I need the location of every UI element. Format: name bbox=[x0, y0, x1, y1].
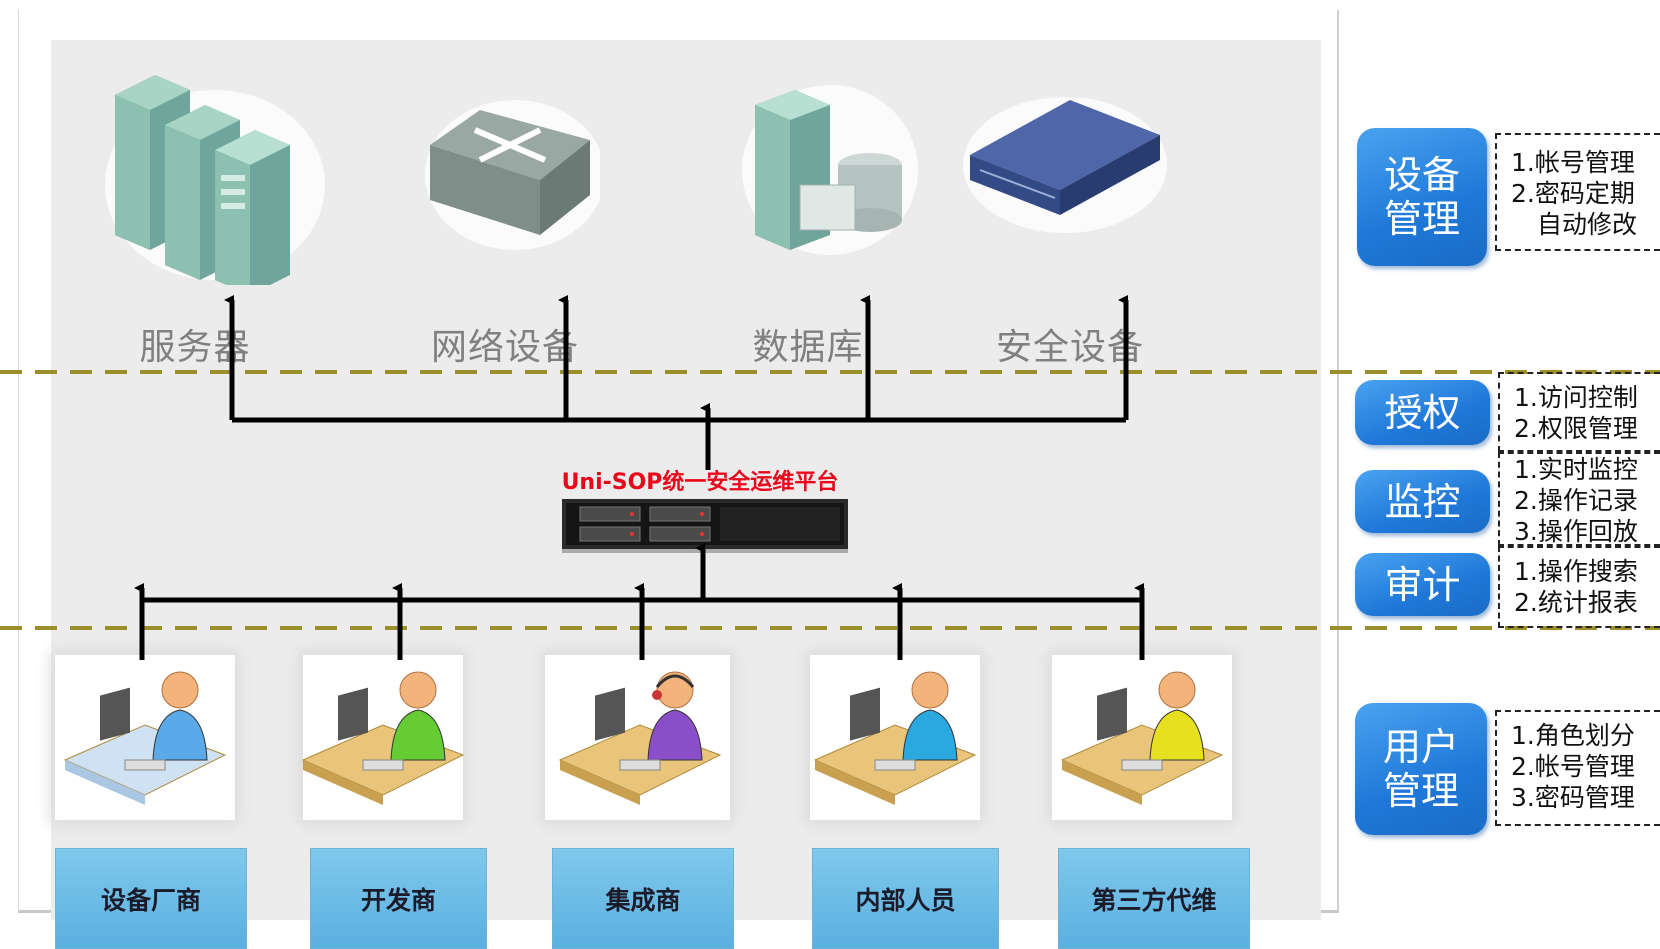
detail-line: 1.访问控制 bbox=[1514, 383, 1638, 412]
platform-label: Uni-SOP统一安全运维平台 bbox=[561, 470, 839, 495]
bottom-bus bbox=[134, 543, 1145, 660]
user-workstation-icon bbox=[1060, 671, 1224, 805]
authorization-button[interactable]: 授权 bbox=[1355, 380, 1490, 445]
detail-line: 2.统计报表 bbox=[1514, 588, 1638, 617]
detail-line: 1.角色划分 bbox=[1511, 721, 1635, 750]
database-server-icon bbox=[742, 85, 918, 255]
authorization-title: 授权 bbox=[1384, 390, 1461, 435]
user-workstation-icon bbox=[301, 671, 465, 805]
user-workstation-icon bbox=[813, 671, 977, 805]
device-management-title: 设备管理 bbox=[1383, 153, 1460, 241]
device-label-network: 网络设备 bbox=[430, 327, 579, 368]
top-bus bbox=[224, 295, 1129, 470]
server-rack-icon bbox=[105, 75, 325, 285]
detail-line: 1.实时监控 bbox=[1514, 455, 1638, 484]
detail-line: 1.帐号管理 bbox=[1511, 148, 1635, 177]
monitoring-title: 监控 bbox=[1384, 479, 1461, 524]
security-appliance-icon bbox=[963, 97, 1167, 233]
detail-line: 2.操作记录 bbox=[1514, 486, 1638, 515]
authorization-details: 1.访问控制 2.权限管理 bbox=[1498, 372, 1660, 452]
user-box-internal: 内部人员 bbox=[812, 848, 999, 949]
user-box-third-party: 第三方代维 bbox=[1058, 848, 1250, 949]
server-tower bbox=[215, 130, 290, 285]
audit-button[interactable]: 审计 bbox=[1355, 553, 1490, 616]
user-headset-icon bbox=[558, 671, 722, 805]
network-switch-icon bbox=[425, 100, 600, 250]
device-management-details: 1.帐号管理 2.密码定期 自动修改 bbox=[1495, 133, 1660, 251]
detail-line: 3.密码管理 bbox=[1511, 783, 1635, 812]
device-label-database: 数据库 bbox=[752, 327, 864, 368]
monitoring-button[interactable]: 监控 bbox=[1355, 470, 1490, 533]
device-management-button[interactable]: 设备管理 bbox=[1357, 128, 1487, 266]
detail-line: 2.权限管理 bbox=[1514, 414, 1638, 443]
monitoring-details: 1.实时监控 2.操作记录 3.操作回放 bbox=[1498, 452, 1660, 546]
detail-line: 自动修改 bbox=[1537, 210, 1638, 239]
user-box-integrator: 集成商 bbox=[552, 848, 734, 949]
user-workstation-icon bbox=[63, 671, 227, 805]
user-box-developer: 开发商 bbox=[310, 848, 487, 949]
user-management-details: 1.角色划分 2.帐号管理 3.密码管理 bbox=[1495, 710, 1660, 826]
detail-line: 2.帐号管理 bbox=[1511, 752, 1635, 781]
user-management-button[interactable]: 用户管理 bbox=[1355, 703, 1487, 835]
audit-title: 审计 bbox=[1384, 562, 1461, 607]
audit-details: 1.操作搜索 2.统计报表 bbox=[1498, 546, 1660, 628]
detail-line: 1.操作搜索 bbox=[1514, 557, 1638, 586]
user-management-title: 用户管理 bbox=[1382, 725, 1459, 813]
detail-line: 3.操作回放 bbox=[1514, 517, 1638, 546]
device-label-security: 安全设备 bbox=[995, 327, 1144, 368]
detail-line: 2.密码定期 bbox=[1511, 179, 1635, 208]
